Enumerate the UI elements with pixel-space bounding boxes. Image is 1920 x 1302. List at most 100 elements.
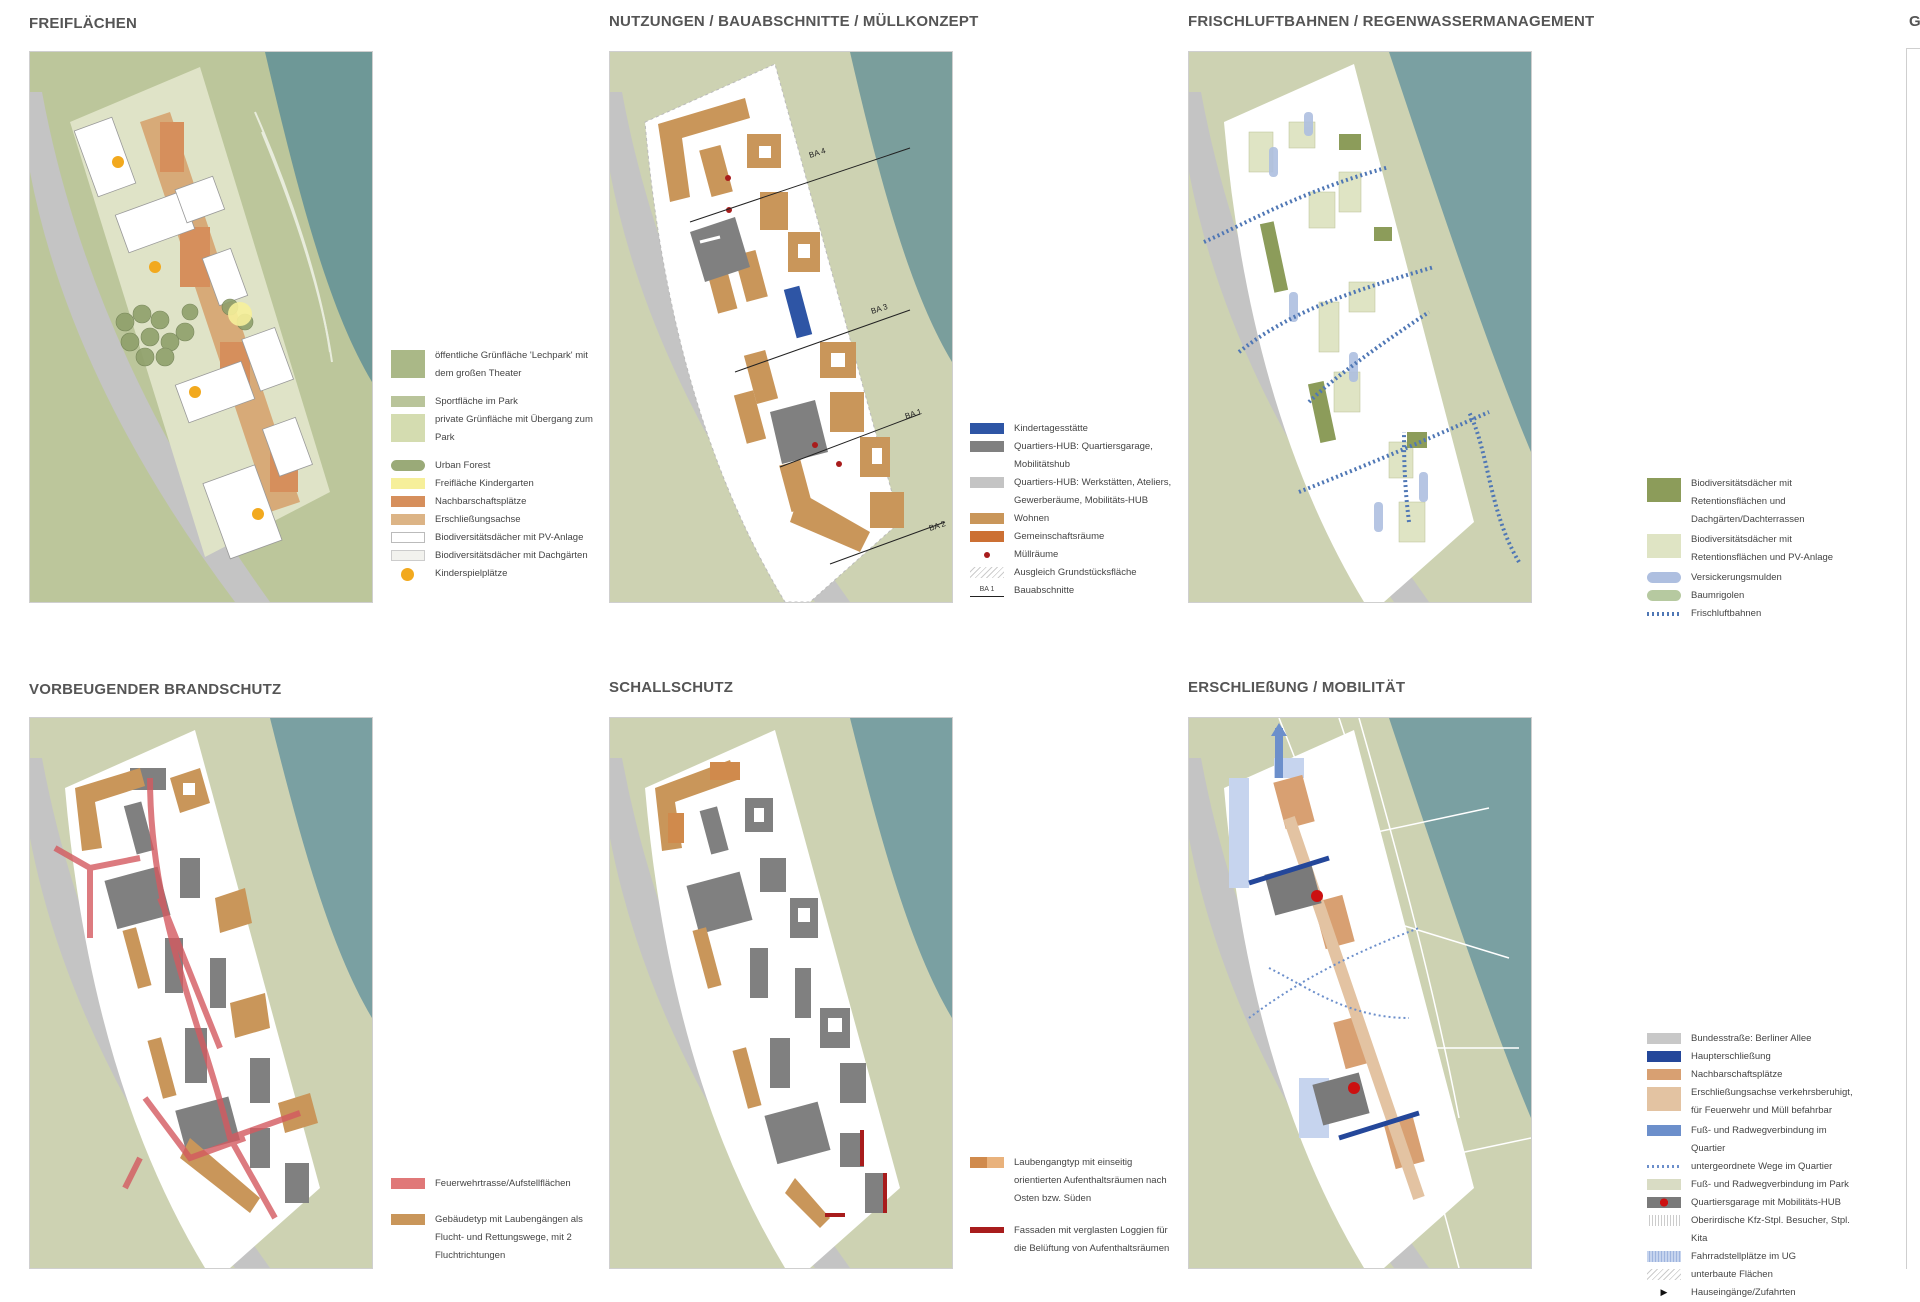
legend-swatch (1647, 1069, 1681, 1080)
legend-item: Kindertagesstätte (970, 420, 1179, 438)
legend-label: private Grünfläche mit Übergang zum Park (435, 414, 593, 443)
legend-frischluft: Biodiversitätsdächer mit Retentionsfläch… (1647, 475, 1856, 623)
map-freiflaechen (29, 51, 373, 603)
legend-swatch (970, 531, 1004, 542)
urban-forest (115, 298, 254, 367)
legend-item: Feuerwehrtrasse/Aufstellflächen (391, 1175, 600, 1193)
legend-swatch (391, 514, 425, 525)
legend-item: unterbaute Flächen (1647, 1266, 1856, 1284)
legend-label: Fuß- und Radwegverbindung im Park (1691, 1179, 1849, 1190)
legend-item: Fuß- und Radwegverbindung im Quartier (1647, 1122, 1856, 1158)
legend-label: Baumrigolen (1691, 590, 1745, 601)
legend-swatch (391, 496, 425, 507)
legend-item: Bundesstraße: Berliner Allee (1647, 1030, 1856, 1048)
legend-label: Bundesstraße: Berliner Allee (1691, 1033, 1812, 1044)
legend-swatch (970, 513, 1004, 524)
legend-item: Frischluftbahnen (1647, 605, 1856, 623)
legend-schallschutz: Laubengangtyp mit einseitig orientierten… (970, 1154, 1179, 1258)
legend-swatch (391, 460, 425, 471)
legend-item: Oberirdische Kfz-Stpl. Besucher, Stpl. K… (1647, 1212, 1856, 1248)
panel-title-frischluft: FRISCHLUFTBAHNEN / REGENWASSERMANAGEMENT (1188, 13, 1595, 30)
map-mobilitaet (1188, 717, 1532, 1269)
legend-swatch (391, 1214, 425, 1225)
playgrounds (112, 156, 264, 520)
legend-swatch (1647, 1269, 1681, 1280)
legend-swatch (1647, 1051, 1681, 1062)
legend-swatch (970, 1227, 1004, 1233)
legend-label: Freifläche Kindergarten (435, 478, 534, 489)
legend-item: Baumrigolen (1647, 587, 1856, 605)
legend-item: Fuß- und Radwegverbindung im Park (1647, 1176, 1856, 1194)
legend-item: private Grünfläche mit Übergang zum Park (391, 411, 600, 447)
legend-swatch (391, 1178, 425, 1189)
legend-label: Nachbarschaftsplätze (1691, 1069, 1783, 1080)
residential (658, 98, 904, 552)
legend-label: Laubengangtyp mit einseitig orientierten… (1014, 1157, 1167, 1204)
legend-swatch (1647, 1179, 1681, 1190)
panel-title-nutzungen: NUTZUNGEN / BAUABSCHNITTE / MÜLLKONZEPT (609, 13, 979, 30)
legend-swatch (1647, 534, 1681, 558)
legend-swatch (1647, 1125, 1681, 1136)
legend-swatch (1647, 1251, 1681, 1262)
legend-label: untergeordnete Wege im Quartier (1691, 1161, 1833, 1172)
legend-item: Gebäudetyp mit Laubengängen als Flucht- … (391, 1211, 600, 1265)
legend-item: untergeordnete Wege im Quartier (1647, 1158, 1856, 1176)
map-schallschutz (609, 717, 953, 1269)
legend-swatch (1647, 1197, 1681, 1208)
legend-swatch (391, 478, 425, 489)
legend-item: Fassaden mit verglasten Loggien für die … (970, 1222, 1179, 1258)
legend-swatch (1647, 1033, 1681, 1044)
legend-item: Freifläche Kindergarten (391, 475, 600, 493)
legend-swatch (1647, 1165, 1681, 1168)
legend-label: Müllräume (1014, 549, 1059, 560)
legend-swatch: BA 1 (970, 585, 1004, 597)
legend-swatch (1647, 572, 1681, 583)
legend-item: Versickerungsmulden (1647, 569, 1856, 587)
legend-label: unterbaute Flächen (1691, 1269, 1773, 1280)
legend-swatch (1647, 1215, 1681, 1226)
legend-item: Kinderspielplätze (391, 565, 600, 583)
legend-label: Fahrradstellplätze im UG (1691, 1251, 1797, 1262)
legend-item: Quartiersgarage mit Mobilitäts-HUB (1647, 1194, 1856, 1212)
legend-item: Biodiversitätsdächer mit Retentionsfläch… (1647, 475, 1856, 529)
legend-item: Quartiers-HUB: Quartiersgarage, Mobilitä… (970, 438, 1179, 474)
legend-label: Fassaden mit verglasten Loggien für die … (1014, 1225, 1170, 1254)
legend-item: Erschließungsachse (391, 511, 600, 529)
legend-label: Quartiers-HUB: Werkstätten, Ateliers, Ge… (1014, 477, 1172, 506)
legend-label: Kindertagesstätte (1014, 423, 1088, 434)
legend-item: Nachbarschaftsplätze (1647, 1066, 1856, 1084)
legend-label: Frischluftbahnen (1691, 608, 1762, 619)
legend-swatch (391, 396, 425, 407)
legend-item: Müllräume (970, 546, 1179, 564)
legend-swatch (970, 1157, 1004, 1168)
legend-label: Nachbarschaftsplätze (435, 496, 527, 507)
legend-label: Biodiversitätsdächer mit Retentionsfläch… (1691, 534, 1834, 563)
cut-off-panel (1906, 48, 1920, 1269)
legend-label: Sportfläche im Park (435, 396, 518, 407)
legend-mobilitaet: Bundesstraße: Berliner Allee Haupterschl… (1647, 1030, 1856, 1302)
panel-title-cut: G (1909, 13, 1920, 30)
legend-label: Kinderspielplätze (435, 568, 508, 579)
legend-swatch (391, 350, 425, 378)
legend-label: Fuß- und Radwegverbindung im Quartier (1691, 1125, 1827, 1154)
legend-label: Gebäudetyp mit Laubengängen als Flucht- … (435, 1214, 583, 1261)
panel-title-mobilitaet: ERSCHLIEßUNG / MOBILITÄT (1188, 679, 1406, 696)
legend-item: Sportfläche im Park (391, 393, 600, 411)
legend-swatch (391, 550, 425, 561)
legend-label: Quartiers-HUB: Quartiersgarage, Mobilitä… (1014, 441, 1153, 470)
legend-label: öffentliche Grünfläche 'Lechpark' mit de… (435, 350, 588, 379)
legend-swatch (391, 414, 425, 442)
legend-item: Fahrradstellplätze im UG (1647, 1248, 1856, 1266)
legend-item: Laubengangtyp mit einseitig orientierten… (970, 1154, 1179, 1208)
legend-item: Nachbarschaftsplätze (391, 493, 600, 511)
legend-label: Feuerwehrtrasse/Aufstellflächen (435, 1178, 571, 1189)
legend-item: öffentliche Grünfläche 'Lechpark' mit de… (391, 347, 600, 383)
legend-label: Biodiversitätsdächer mit Retentionsfläch… (1691, 478, 1805, 525)
legend-label: Biodiversitätsdächer mit Dachgärten (435, 550, 588, 561)
legend-item: Wohnen (970, 510, 1179, 528)
legend-label: Erschließungsachse verkehrsberuhigt, für… (1691, 1087, 1853, 1116)
river (265, 52, 372, 382)
legend-label: Urban Forest (435, 460, 491, 471)
legend-swatch (401, 568, 414, 581)
